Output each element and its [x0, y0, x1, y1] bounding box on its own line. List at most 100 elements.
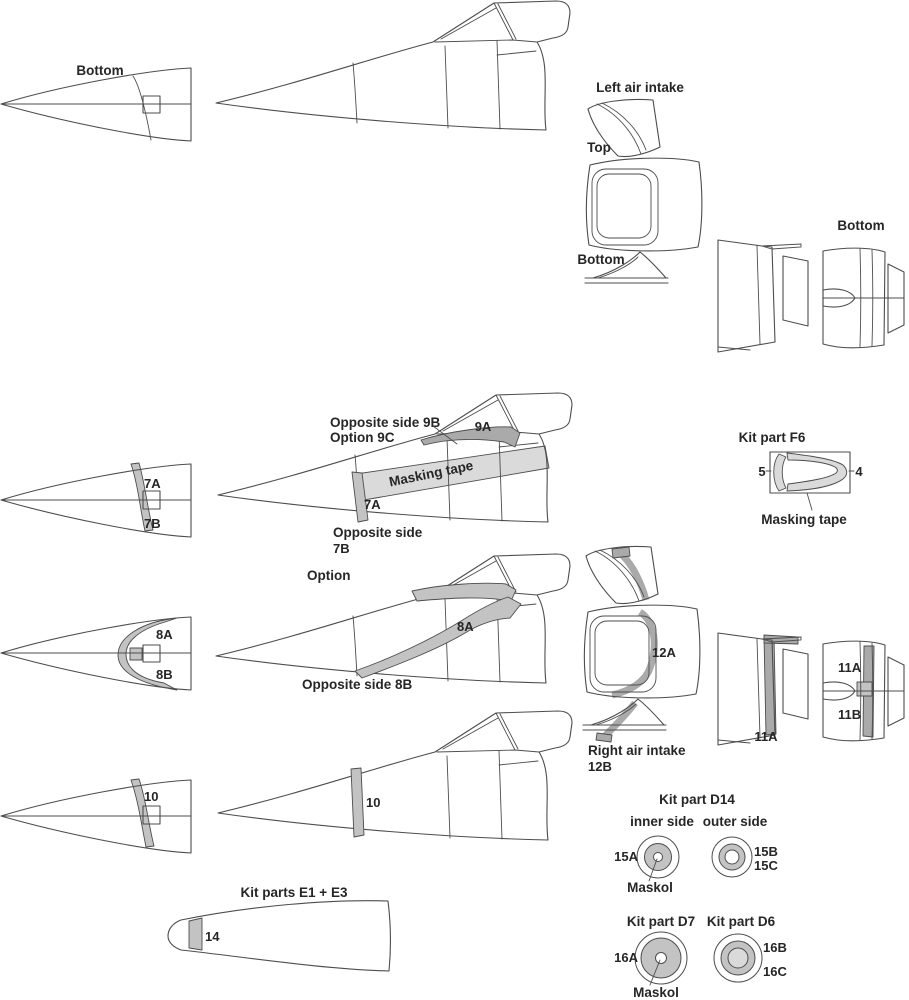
- nose-7-window-box: [142, 490, 161, 510]
- nose-8-square: [129, 647, 143, 661]
- p16c-label: 16C: [763, 964, 787, 979]
- f6-num-5: 5: [758, 464, 765, 479]
- option-9c-label: Option 9C: [330, 430, 395, 445]
- right-intake-mid-piece: [583, 604, 701, 699]
- nose-7: [0, 463, 192, 538]
- nose-8-section: 8A 8B: [0, 616, 192, 691]
- band-14: [188, 917, 203, 951]
- left-air-intake-title: Left air intake: [596, 80, 684, 95]
- kit-part-d7-title: Kit part D7: [627, 914, 695, 929]
- f6-num-4: 4: [855, 464, 863, 479]
- part-14-label: 14: [205, 929, 220, 944]
- part-8a-label: 8A: [457, 619, 474, 634]
- kit-part-f6-section: Kit part F6 5 4 Masking tape: [739, 430, 864, 527]
- band-9a: [420, 426, 521, 448]
- fuselage-10-section: 10: [217, 710, 573, 841]
- maskol-leader-15a: [648, 858, 658, 882]
- exhaust-bottom-label: Bottom: [837, 218, 884, 233]
- e1-e3-title: Kit parts E1 + E3: [241, 885, 348, 900]
- nose-10-label: 10: [144, 789, 158, 804]
- exhaust-top-section: Bottom: [717, 218, 905, 353]
- part-7a-label: 7A: [364, 497, 381, 512]
- kit-part-f6-title: Kit part F6: [739, 430, 806, 445]
- nose-10-section: 10: [0, 778, 192, 854]
- nose-bottom-label: Bottom: [76, 63, 123, 78]
- kit-part-d14-title: Kit part D14: [659, 792, 735, 807]
- part-12b-label: 12B: [588, 759, 612, 774]
- nose-8-crescent-band: [117, 617, 178, 691]
- band-8a-sill: [411, 582, 517, 602]
- fuselage-10-label: 10: [366, 795, 380, 810]
- left-intake-bottom-label: Bottom: [577, 252, 624, 267]
- exhaust-11a-right-label: 11A: [838, 660, 862, 675]
- p16a-label: 16A: [614, 950, 638, 965]
- part-12a-label: 12A: [652, 645, 676, 660]
- maskol-label-16a: Maskol: [633, 985, 679, 1000]
- f6-masking-tape-label: Masking tape: [761, 512, 847, 527]
- opposite-side-8b-label: Opposite side 8B: [302, 677, 413, 692]
- exhaust-side-piece: [717, 239, 809, 353]
- fuselage-1: [215, 0, 571, 131]
- masking-tape-section: Opposite side 9B Option 9C 9A Masking ta…: [217, 392, 573, 556]
- nose-7b-label: 7B: [144, 516, 161, 531]
- nose-7-band: [130, 462, 154, 532]
- opposite-side-label: Opposite side: [333, 525, 423, 540]
- d14-outer-side-label: outer side: [703, 814, 768, 829]
- left-intake-mid-piece: [585, 157, 703, 252]
- maskol-label-15a: Maskol: [627, 880, 673, 895]
- d14-inner-side-label: inner side: [630, 814, 694, 829]
- kit-part-d7-section: Kit part D7 16A Maskol: [614, 914, 695, 1000]
- fuselage-4: [217, 710, 573, 841]
- part-7b-label: 7B: [333, 541, 350, 556]
- f6-leader: [806, 492, 813, 511]
- kit-parts-e1-e3-section: Kit parts E1 + E3 14: [167, 885, 391, 972]
- option-label: Option: [307, 568, 351, 583]
- maskol-leader-16a: [649, 959, 661, 986]
- nose-10-window-box: [142, 805, 161, 825]
- nose-bottom-view-plain: Bottom: [0, 0, 571, 142]
- nose-7-section: 7A 7B: [0, 462, 192, 538]
- left-air-intake-section: Left air intake Top Bottom: [577, 80, 703, 284]
- f6-left-crescent-tape: [773, 453, 787, 492]
- wheel-15bc-center: [724, 849, 740, 865]
- p15b-label: 15B: [754, 844, 778, 859]
- kit-part-d6-section: Kit part D6 16B 16C: [707, 914, 787, 983]
- part-9a-label: 9A: [475, 419, 492, 434]
- opposite-side-9b-label: Opposite side 9B: [330, 415, 441, 430]
- nose-8b-label: 8B: [156, 667, 173, 682]
- p15a-label: 15A: [614, 849, 638, 864]
- band-8a-swoosh: [354, 596, 522, 679]
- exhaust-bottom-piece: [822, 247, 905, 349]
- right-intake-mid-band: [611, 609, 658, 699]
- exhaust-11-section: 11A 11A 11B: [717, 632, 905, 746]
- right-intake-bot-band: [601, 700, 638, 740]
- nose-8-window-box: [142, 644, 161, 663]
- kit-part-d14-section: Kit part D14 inner side outer side 15A M…: [614, 792, 778, 895]
- left-intake-top-label: Top: [587, 140, 611, 155]
- right-air-intake-title: Right air intake: [588, 743, 686, 758]
- f6-hairpin-tape: [786, 452, 848, 492]
- wheel-16a-hole: [655, 952, 667, 964]
- right-intake-top-band-cap: [611, 546, 631, 559]
- nose-8a-label: 8A: [156, 627, 173, 642]
- exhaust-11b-label: 11B: [838, 707, 861, 722]
- band-11-square: [856, 681, 873, 697]
- e1-e3-outline: [167, 900, 391, 972]
- band-7a: [351, 471, 369, 523]
- band-10: [350, 767, 365, 838]
- nose-window-box: [142, 95, 161, 114]
- right-intake-bot-band-cap: [595, 732, 613, 743]
- f6-part-rect: [769, 451, 851, 494]
- kit-part-d6-title: Kit part D6: [707, 914, 776, 929]
- wheel-15a-hole: [653, 852, 663, 862]
- p15c-label: 15C: [754, 858, 778, 873]
- p16b-label: 16B: [763, 940, 787, 955]
- exhaust-11a-left-label: 11A: [754, 729, 778, 744]
- wheel-16bc-center: [727, 947, 749, 969]
- leader-9b: [432, 425, 458, 445]
- right-air-intake-section: 12A Right air intake 12B: [582, 545, 701, 774]
- nose-10: [0, 779, 192, 854]
- option-section: Option 8A Opposite side 8B: [215, 553, 571, 692]
